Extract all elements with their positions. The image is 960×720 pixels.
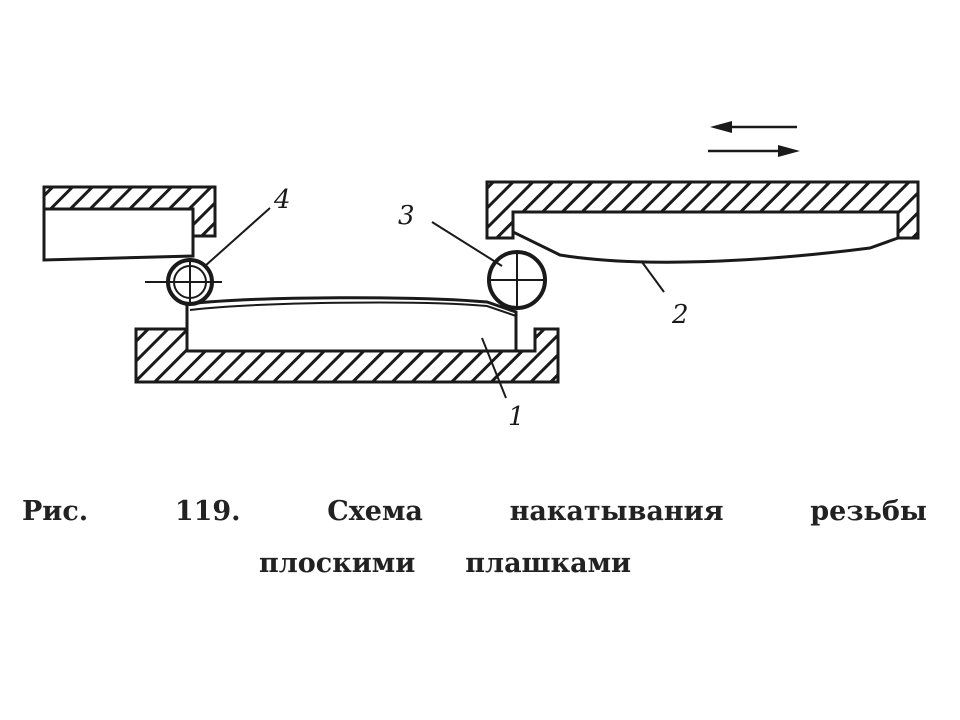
lower-die	[185, 296, 518, 353]
caption-word: резьбы	[810, 496, 927, 527]
upper-die-holder	[485, 180, 920, 264]
blank-roller-3	[487, 250, 547, 310]
lower-die-holder	[134, 296, 560, 384]
caption-line-1: Рис. 119. Схема накатывания резьбы	[22, 486, 927, 538]
label-4: 4	[273, 185, 291, 215]
caption-word: плашками	[465, 548, 632, 579]
leader-line-4	[204, 207, 271, 267]
blank-roller-4	[145, 258, 222, 306]
caption-word: Схема	[327, 496, 423, 527]
caption-word: Рис.	[22, 496, 89, 527]
caption-line-2: плоскими плашками	[22, 538, 932, 590]
reciprocating-motion-arrows	[708, 121, 800, 157]
caption-word: плоскими	[259, 548, 416, 579]
left-holder	[42, 185, 217, 262]
caption-word: 119.	[174, 496, 241, 527]
label-3: 3	[398, 201, 415, 231]
upper-die	[511, 210, 900, 264]
caption-word: накатывания	[509, 496, 724, 527]
leader-line-1	[481, 337, 507, 399]
leader-line-2	[641, 261, 665, 293]
leader-line-3	[431, 221, 503, 267]
label-1: 1	[508, 402, 525, 432]
figure-caption: Рис. 119. Схема накатывания резьбы плоск…	[22, 486, 932, 590]
label-2: 2	[671, 300, 689, 330]
